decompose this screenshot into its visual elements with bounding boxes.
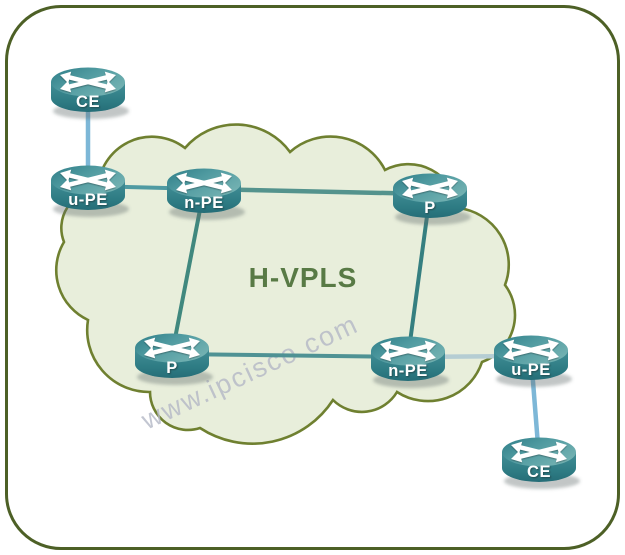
link-p-bottom-left--npe-bottom [170, 352, 410, 359]
router-node-npe-top: n-PE [167, 169, 245, 221]
router-label-p-bottom-left: P [166, 359, 178, 377]
router-node-ce-bottom-right: CE [502, 438, 580, 490]
router-label-upe-right: u-PE [511, 361, 551, 379]
router-label-ce-bottom-right: CE [527, 463, 551, 481]
router-label-npe-bottom: n-PE [388, 362, 428, 380]
router-node-upe-right: u-PE [494, 336, 572, 388]
router-label-p-top-right: P [424, 199, 436, 217]
router-label-ce-top-left: CE [76, 93, 100, 111]
router-node-upe-left: u-PE [51, 166, 129, 218]
outer-rounded-border [5, 5, 620, 550]
cloud-label: H-VPLS [249, 262, 358, 293]
router-node-npe-bottom: n-PE [371, 337, 449, 389]
link-npe-top--p-top-right [201, 186, 433, 197]
router-node-ce-top-left: CE [51, 68, 129, 120]
router-label-npe-top: n-PE [184, 194, 224, 212]
router-label-upe-left: u-PE [68, 191, 108, 209]
router-node-p-top-right: P [393, 174, 471, 226]
router-node-p-bottom-left: P [135, 334, 213, 386]
